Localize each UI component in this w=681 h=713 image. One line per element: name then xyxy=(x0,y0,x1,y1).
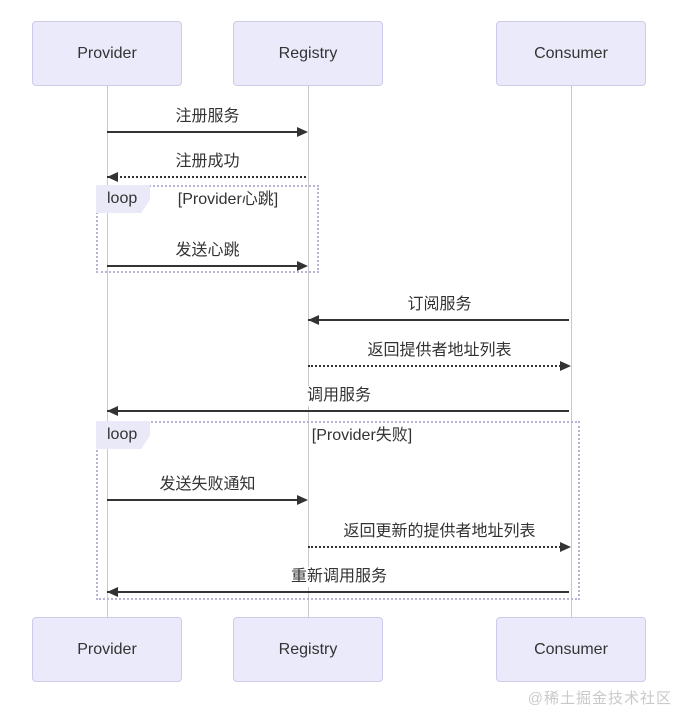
message-line-3 xyxy=(107,265,306,267)
message-line-6 xyxy=(107,410,569,412)
arrowhead-right xyxy=(297,261,308,271)
loop-condition-1: [Provider心跳] xyxy=(177,191,279,208)
arrowhead-left xyxy=(308,315,319,325)
message-line-7 xyxy=(107,499,306,501)
arrowhead-left xyxy=(107,172,118,182)
actor-label-registry: Registry xyxy=(278,640,338,658)
actor-top-registry: Registry xyxy=(233,21,383,86)
message-line-9 xyxy=(107,591,569,593)
message-label-1: 注册服务 xyxy=(172,107,243,127)
actor-label-provider: Provider xyxy=(77,44,137,62)
arrowhead-right xyxy=(297,127,308,137)
message-line-5 xyxy=(308,365,569,367)
loop-label-text: loop xyxy=(107,190,138,207)
actor-label-consumer: Consumer xyxy=(534,640,608,658)
arrowhead-right xyxy=(560,542,571,552)
message-label-8: 返回更新的提供者地址列表 xyxy=(340,522,539,542)
arrowhead-right xyxy=(297,495,308,505)
message-label-9: 重新调用服务 xyxy=(287,567,391,587)
loop-label-1: loop xyxy=(96,185,150,213)
loop-label-text: loop xyxy=(107,426,138,443)
loop-frame-1 xyxy=(96,185,319,273)
loop-frame-2 xyxy=(96,421,580,600)
watermark: @稀土掘金技术社区 xyxy=(527,690,672,707)
actor-top-provider: Provider xyxy=(32,21,182,86)
message-label-5: 返回提供者地址列表 xyxy=(364,341,515,361)
message-label-7: 发送失败通知 xyxy=(156,475,259,495)
message-line-8 xyxy=(308,546,569,548)
loop-condition-2: [Provider失败] xyxy=(311,427,413,444)
loop-label-2: loop xyxy=(96,421,150,449)
message-line-2 xyxy=(107,176,306,178)
message-line-1 xyxy=(107,131,306,133)
message-label-4: 订阅服务 xyxy=(404,295,475,315)
lifeline-registry xyxy=(308,86,309,617)
lifeline-consumer xyxy=(571,86,572,617)
arrowhead-left xyxy=(107,587,118,597)
message-line-4 xyxy=(308,319,569,321)
actor-bottom-registry: Registry xyxy=(233,617,383,682)
actor-top-consumer: Consumer xyxy=(496,21,646,86)
message-label-2: 注册成功 xyxy=(172,152,243,172)
actor-bottom-consumer: Consumer xyxy=(496,617,646,682)
message-label-6: 调用服务 xyxy=(303,386,375,406)
actor-label-provider: Provider xyxy=(77,640,137,658)
arrowhead-right xyxy=(560,361,571,371)
message-label-3: 发送心跳 xyxy=(172,241,243,261)
actor-label-registry: Registry xyxy=(278,44,338,62)
actor-label-consumer: Consumer xyxy=(534,44,608,62)
actor-bottom-provider: Provider xyxy=(32,617,182,682)
arrowhead-left xyxy=(107,406,118,416)
lifeline-provider xyxy=(107,86,108,617)
